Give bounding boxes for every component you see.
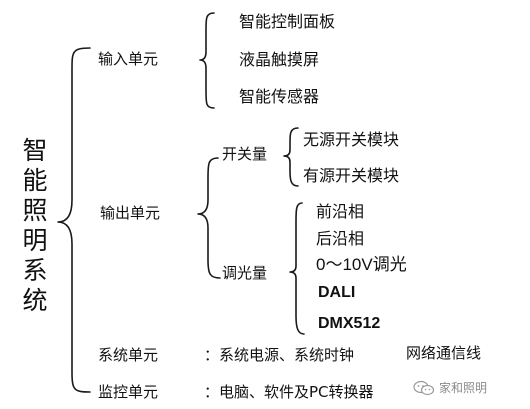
watermark: 家和照明 (413, 379, 487, 396)
switching-item-active: 有源开关模块 (303, 166, 400, 185)
input-item-touchscreen: 液晶触摸屏 (239, 50, 320, 69)
root-brace (57, 47, 91, 393)
input-item-sensor: 智能传感器 (239, 87, 320, 106)
output-brace (197, 157, 221, 279)
dimming-item-dmx512: DMX512 (318, 315, 381, 332)
watermark-text: 家和照明 (439, 381, 488, 395)
system-unit-detail: ：系统电源、系统时钟 (204, 346, 355, 364)
switching-label: 开关量 (222, 145, 268, 163)
dimming-brace (289, 202, 305, 335)
wechat-icon (413, 380, 435, 396)
dimming-item-dali: DALI (318, 284, 356, 301)
output-unit-label: 输出单元 (100, 204, 161, 222)
dimming-item-trailing-edge: 后沿相 (316, 229, 365, 248)
dimming-item-leading-edge: 前沿相 (316, 202, 365, 221)
dimming-label: 调光量 (222, 264, 268, 282)
input-unit-label: 输入单元 (98, 50, 159, 68)
monitor-unit-label: 监控单元 (98, 383, 159, 401)
switching-item-passive: 无源开关模块 (303, 130, 400, 149)
system-unit-network: 网络通信线 (406, 344, 482, 362)
switching-brace (283, 127, 299, 187)
system-unit-label: 系统单元 (98, 346, 159, 364)
input-brace (199, 12, 215, 109)
dimming-item-0-10v: 0～10V调光 (316, 255, 407, 274)
input-item-panel: 智能控制面板 (239, 12, 336, 31)
monitor-unit-detail: ：电脑、软件及PC转换器 (204, 383, 374, 401)
root-title: 智能照明系统 (22, 136, 48, 315)
